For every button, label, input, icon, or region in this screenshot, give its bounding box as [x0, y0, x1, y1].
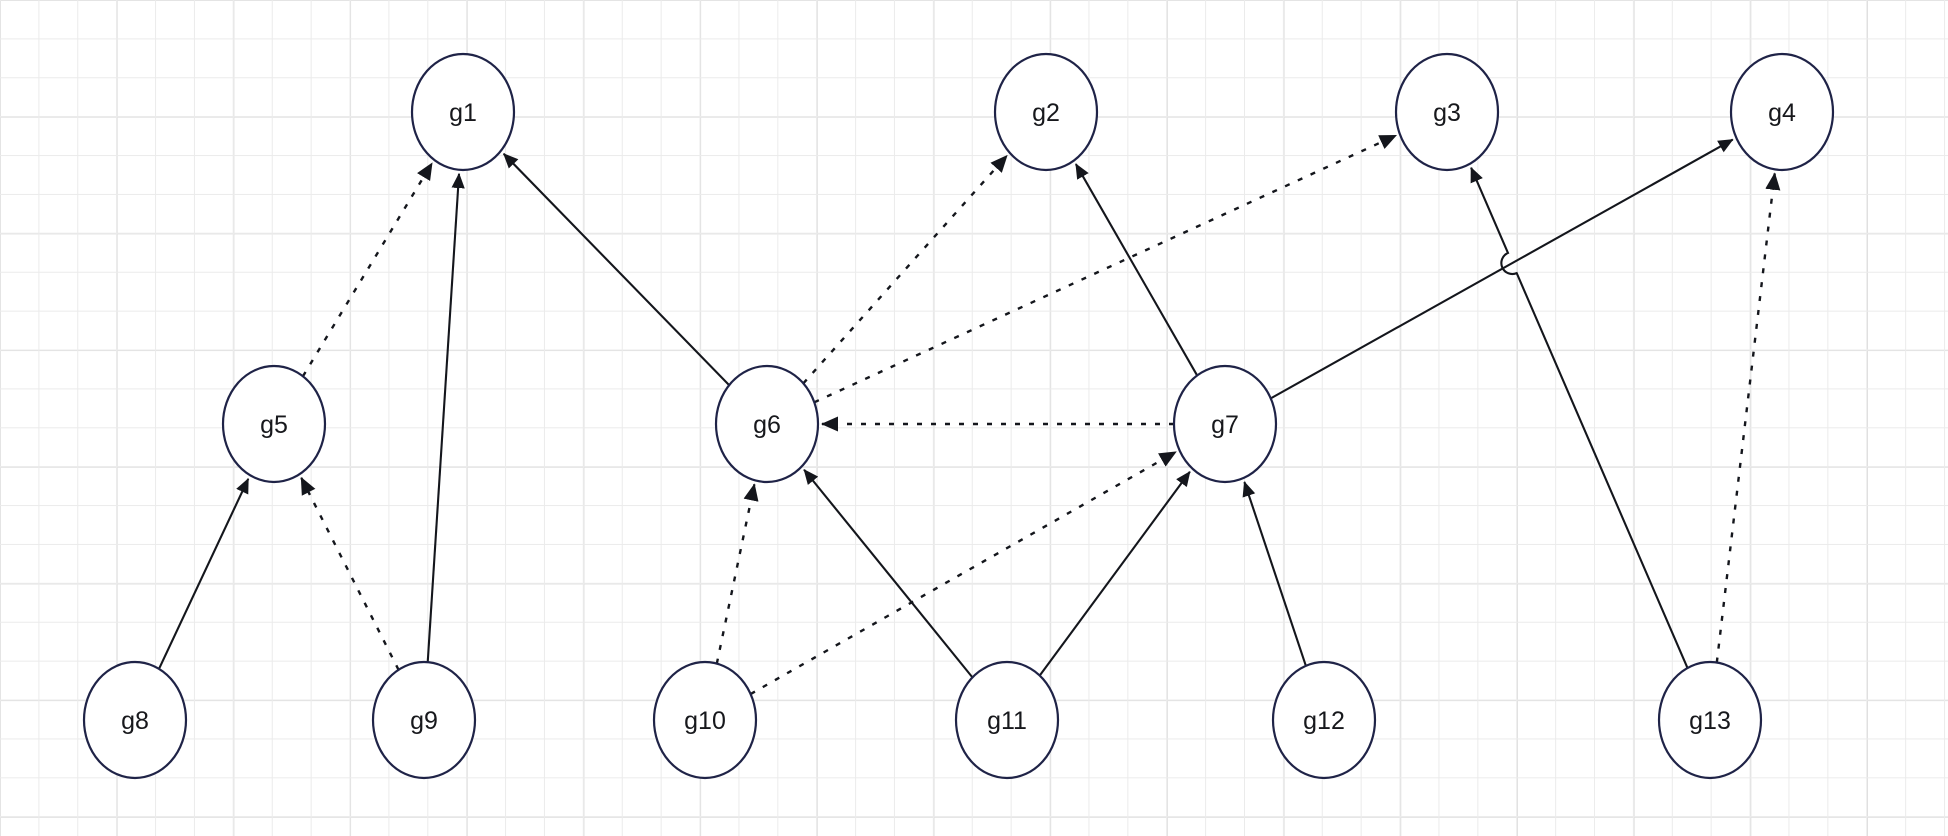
node-shape-g4[interactable] [1729, 52, 1835, 172]
node-g2[interactable]: g2 [993, 52, 1099, 172]
edge-g7-to-g4[interactable] [1270, 138, 1734, 400]
node-shape-g5[interactable] [221, 364, 327, 484]
node-shape-g11[interactable] [954, 660, 1060, 780]
edge-g8-to-g5[interactable] [158, 477, 250, 670]
node-shape-g2[interactable] [993, 52, 1099, 172]
edge-g11-to-g7[interactable] [1038, 470, 1191, 677]
node-g3[interactable]: g3 [1394, 52, 1500, 172]
edge-g6-to-g3[interactable] [813, 134, 1398, 404]
edge-g13-to-g3[interactable] [1470, 166, 1689, 669]
node-shape-g12[interactable] [1271, 660, 1377, 780]
edge-g7-to-g2[interactable] [1074, 163, 1199, 376]
edge-g12-to-g7[interactable] [1242, 481, 1307, 667]
node-layer: g1 g2 g3 g4 g5 g6 g7 g8 g9 g10 g11 g12 g13 [82, 52, 1835, 780]
edge-g11-to-g6[interactable] [803, 469, 974, 679]
node-g1[interactable]: g1 [410, 52, 516, 172]
node-shape-g8[interactable] [82, 660, 188, 780]
node-shape-g3[interactable] [1394, 52, 1500, 172]
edge-g10-to-g6[interactable] [715, 483, 759, 664]
edge-g10-to-g7[interactable] [750, 450, 1177, 696]
node-g7[interactable]: g7 [1172, 364, 1278, 484]
node-shape-g1[interactable] [410, 52, 516, 172]
node-shape-g6[interactable] [714, 364, 820, 484]
edge-g5-to-g1[interactable] [301, 162, 434, 377]
node-g10[interactable]: g10 [652, 660, 758, 780]
node-g9[interactable]: g9 [371, 660, 477, 780]
edge-g6-to-g2[interactable] [802, 154, 1008, 385]
node-g5[interactable]: g5 [221, 364, 327, 484]
node-shape-g9[interactable] [371, 660, 477, 780]
node-shape-g13[interactable] [1657, 660, 1763, 780]
node-g8[interactable]: g8 [82, 660, 188, 780]
node-shape-g10[interactable] [652, 660, 758, 780]
edge-g6-to-g1[interactable] [502, 153, 730, 386]
node-g11[interactable]: g11 [954, 660, 1060, 780]
node-g12[interactable]: g12 [1271, 660, 1377, 780]
node-shape-g7[interactable] [1172, 364, 1278, 484]
edge-g9-to-g5[interactable] [300, 476, 400, 671]
edge-g9-to-g1[interactable] [426, 172, 465, 663]
edge-g13-to-g4[interactable] [1715, 172, 1781, 663]
node-g4[interactable]: g4 [1729, 52, 1835, 172]
edge-layer [158, 134, 1781, 696]
node-g6[interactable]: g6 [714, 364, 820, 484]
node-g13[interactable]: g13 [1657, 660, 1763, 780]
